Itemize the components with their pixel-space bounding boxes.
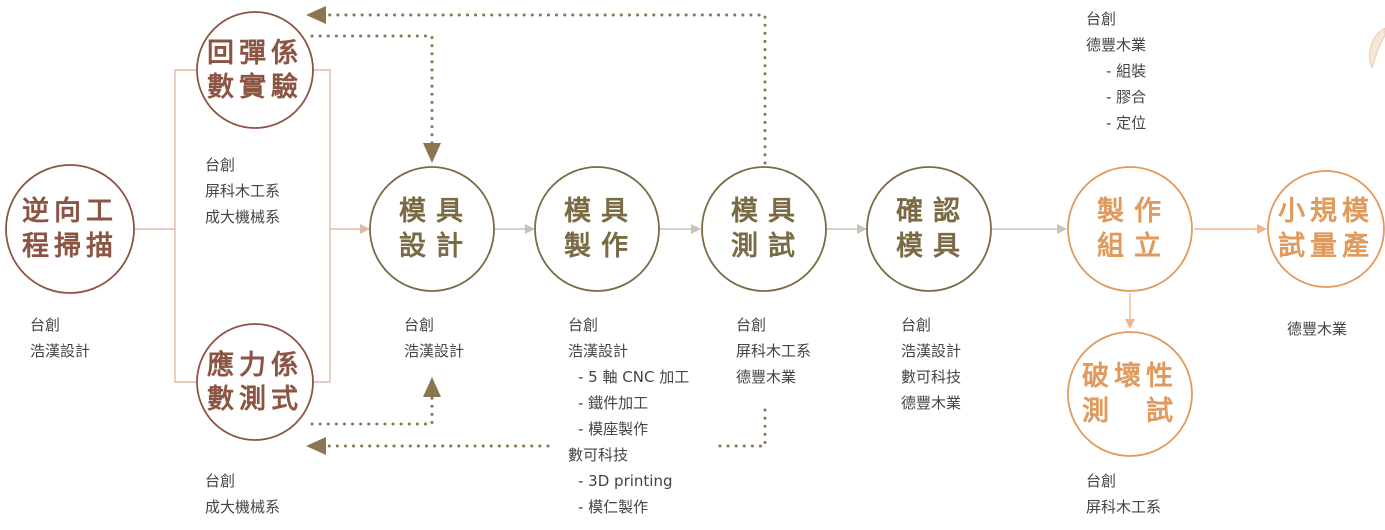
caption-mold-make: 台創 浩漢設計 - 5 軸 CNC 加工 - 鐵件加工 - 模座製作 數可科技 … — [568, 312, 689, 520]
caption-destructive: 台創 屏科木工系 — [1086, 468, 1161, 520]
feedback-top — [326, 13, 767, 165]
caption-subline: - 5 軸 CNC 加工 — [578, 368, 690, 386]
node-rebound-test-line2: 數實驗 — [207, 71, 303, 103]
node-mold-test: 模具 測試 — [701, 166, 827, 292]
feedback-arrowheads — [306, 6, 441, 455]
caption-line: 台創 — [901, 316, 932, 334]
caption-line: 德豐木業 — [901, 394, 962, 412]
caption-line: 屏科木工系 — [736, 342, 812, 360]
caption-mold-design: 台創 浩漢設計 — [404, 312, 464, 364]
arrowhead-design-up — [423, 377, 441, 397]
caption-subline: - 3D printing — [578, 472, 673, 490]
node-small-batch-line2: 試量產 — [1278, 230, 1374, 262]
caption-line: 成大機械系 — [205, 498, 281, 516]
caption-line: 台創 — [1086, 10, 1117, 28]
node-small-batch-line1: 小規模 — [1278, 196, 1374, 227]
arrowhead-bottom-left — [306, 437, 326, 455]
node-stress-test: 應力係 數測式 — [196, 323, 314, 441]
caption-subline: - 鐵件加工 — [578, 394, 649, 412]
caption-line: 台創 — [205, 472, 236, 490]
caption-line: 德豐木業 — [1086, 36, 1147, 54]
node-assemble-line2: 組立 — [1097, 230, 1171, 262]
caption-mold-confirm: 台創 浩漢設計 數可科技 德豐木業 — [901, 312, 961, 416]
node-mold-make-line2: 製作 — [564, 231, 638, 262]
caption-line: 浩漢設計 — [901, 342, 962, 360]
node-rebound-test: 回彈係 數實驗 — [196, 11, 314, 129]
node-reverse-scan-line1: 逆向工 — [22, 195, 118, 227]
caption-middle-left: 台創 屏科木工系 成大機械系 — [205, 152, 280, 230]
caption-line: 數可科技 — [568, 446, 629, 464]
node-reverse-scan-line2: 程掃描 — [22, 231, 118, 262]
bracket-right — [312, 69, 331, 383]
node-mold-make: 模具 製作 — [534, 166, 660, 292]
node-assemble-line1: 製作 — [1097, 196, 1171, 227]
caption-assemble-top: 台創 德豐木業 - 組裝 - 膠合 - 定位 — [1086, 6, 1146, 136]
caption-line: 成大機械系 — [205, 208, 281, 226]
caption-small-batch: 德豐木業 — [1287, 316, 1347, 342]
caption-reverse-scan: 台創 浩漢設計 — [30, 312, 90, 364]
feedback-bottom — [713, 408, 767, 448]
caption-line: 屏科木工系 — [205, 182, 281, 200]
node-mold-design-line1: 模具 — [399, 196, 473, 227]
node-stress-test-line1: 應力係 — [207, 349, 303, 381]
caption-line: 台創 — [30, 316, 61, 334]
caption-line: 台創 — [568, 316, 599, 334]
caption-stress-test: 台創 成大機械系 — [205, 468, 280, 520]
feedback-dotted — [310, 13, 767, 448]
caption-subline: - 定位 — [1106, 114, 1147, 132]
bracket-left — [174, 69, 196, 383]
node-destructive-line2: 測 試 — [1082, 395, 1178, 427]
node-mold-test-line2: 測試 — [731, 230, 805, 262]
node-mold-confirm-line2: 模具 — [896, 231, 970, 262]
caption-mold-test: 台創 屏科木工系 德豐木業 — [736, 312, 811, 390]
node-reverse-scan: 逆向工 程掃描 — [5, 164, 135, 294]
caption-line: 台創 — [205, 156, 236, 174]
leaf-decoration-icon — [1369, 28, 1385, 68]
caption-subline: - 膠合 — [1106, 88, 1147, 106]
node-mold-make-line1: 模具 — [564, 196, 638, 227]
connectors — [135, 69, 1267, 383]
caption-line: 德豐木業 — [736, 368, 797, 386]
node-assemble: 製作 組立 — [1067, 166, 1193, 292]
arrowhead-design-down — [423, 143, 441, 163]
node-stress-test-line2: 數測式 — [207, 384, 303, 415]
node-small-batch: 小規模 試量產 — [1267, 170, 1385, 288]
caption-subline: - 模座製作 — [578, 420, 649, 438]
caption-line: 屏科木工系 — [1086, 498, 1162, 516]
node-mold-confirm: 確認 模具 — [866, 166, 992, 292]
caption-line: 浩漢設計 — [30, 342, 91, 360]
node-mold-confirm-line1: 確認 — [896, 195, 970, 227]
node-mold-design: 模具 設計 — [369, 166, 495, 292]
caption-line: 浩漢設計 — [568, 342, 629, 360]
caption-subline: - 模仁製作 — [578, 498, 649, 516]
caption-line: 台創 — [404, 316, 435, 334]
caption-line: 德豐木業 — [1287, 320, 1348, 338]
caption-line: 台創 — [1086, 472, 1117, 490]
caption-line: 浩漢設計 — [404, 342, 465, 360]
feedback-stress-design — [310, 391, 434, 426]
node-destructive-line1: 破壞性 — [1082, 360, 1178, 392]
caption-line: 台創 — [736, 316, 767, 334]
node-mold-design-line2: 設計 — [399, 230, 473, 262]
feedback-rebound-design — [310, 34, 434, 152]
node-destructive: 破壞性 測 試 — [1067, 331, 1193, 457]
caption-line: 數可科技 — [901, 368, 962, 386]
caption-subline: - 組裝 — [1106, 62, 1147, 80]
node-mold-test-line1: 模具 — [731, 196, 805, 227]
node-rebound-test-line1: 回彈係 — [207, 38, 303, 69]
arrowhead-top-left — [306, 6, 326, 24]
